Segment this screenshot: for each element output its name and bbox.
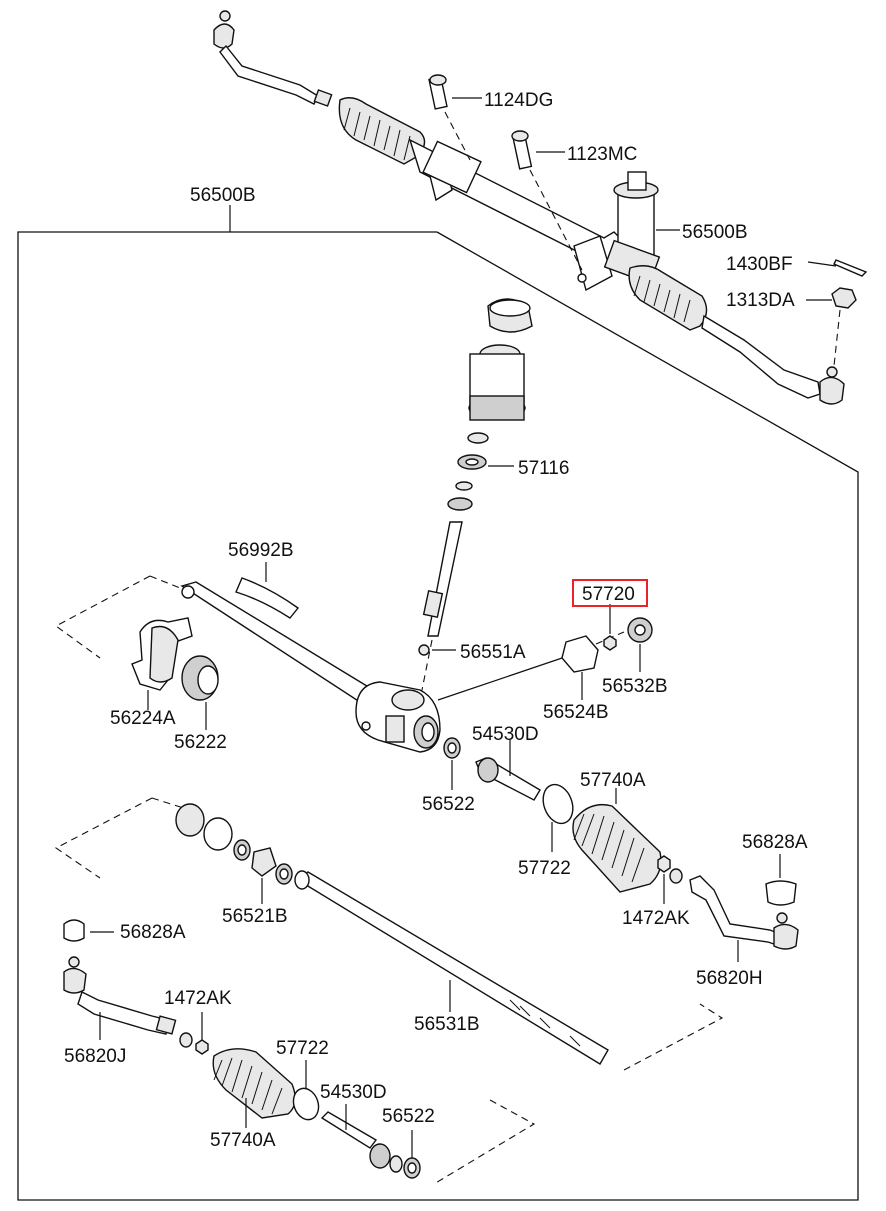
label-54530D-lower[interactable]: 54530D — [320, 1082, 387, 1103]
label-56500B-right[interactable]: 56500B — [682, 222, 748, 243]
rack-bar-illustration — [54, 797, 724, 1071]
label-57722-lower[interactable]: 57722 — [276, 1038, 329, 1059]
label-56551A[interactable]: 56551A — [460, 642, 526, 663]
label-56828A-lower[interactable]: 56828A — [120, 922, 186, 943]
label-56531B[interactable]: 56531B — [414, 1014, 480, 1035]
label-56992B[interactable]: 56992B — [228, 540, 294, 561]
label-1123MC[interactable]: 1123MC — [567, 144, 637, 165]
assembly-frame — [17, 205, 859, 1201]
label-56522-upper[interactable]: 56522 — [422, 794, 475, 815]
part-labels: 1124DG 1123MC 56500B 56500B 1430BF 1313D… — [64, 90, 808, 1151]
label-56820J[interactable]: 56820J — [64, 1046, 126, 1067]
yoke-components-illustration — [561, 604, 653, 700]
label-56820H[interactable]: 56820H — [696, 968, 763, 989]
label-56222[interactable]: 56222 — [174, 732, 227, 753]
label-1430BF[interactable]: 1430BF — [726, 254, 793, 275]
label-57740A-lower[interactable]: 57740A — [210, 1130, 276, 1151]
rack-housing-illustration — [54, 562, 625, 753]
label-56521B[interactable]: 56521B — [222, 906, 288, 927]
label-56828A-upper[interactable]: 56828A — [742, 832, 808, 853]
label-57116[interactable]: 57116 — [518, 458, 569, 479]
label-1472AK-upper[interactable]: 1472AK — [622, 908, 690, 929]
lower-tie-rod-group-illustration — [63, 919, 536, 1185]
label-1124DG[interactable]: 1124DG — [484, 90, 553, 111]
label-56532B[interactable]: 56532B — [602, 676, 668, 697]
label-1313DA[interactable]: 1313DA — [726, 290, 795, 311]
label-54530D-upper[interactable]: 54530D — [472, 724, 539, 745]
label-57740A-upper[interactable]: 57740A — [580, 770, 646, 791]
pinion-components-illustration — [418, 298, 533, 701]
label-56500B-top[interactable]: 56500B — [190, 185, 256, 206]
steering-gear-assembly-illustration — [213, 10, 868, 405]
label-1472AK-lower[interactable]: 1472AK — [164, 988, 232, 1009]
label-56522-lower[interactable]: 56522 — [382, 1106, 435, 1127]
inner-rod-group-illustration — [443, 737, 799, 962]
label-57720[interactable]: 57720 — [582, 584, 635, 605]
label-56224A[interactable]: 56224A — [110, 708, 176, 729]
label-56524B[interactable]: 56524B — [543, 702, 609, 723]
highlight-box-57720 — [572, 579, 648, 607]
label-57722-upper[interactable]: 57722 — [518, 858, 571, 879]
